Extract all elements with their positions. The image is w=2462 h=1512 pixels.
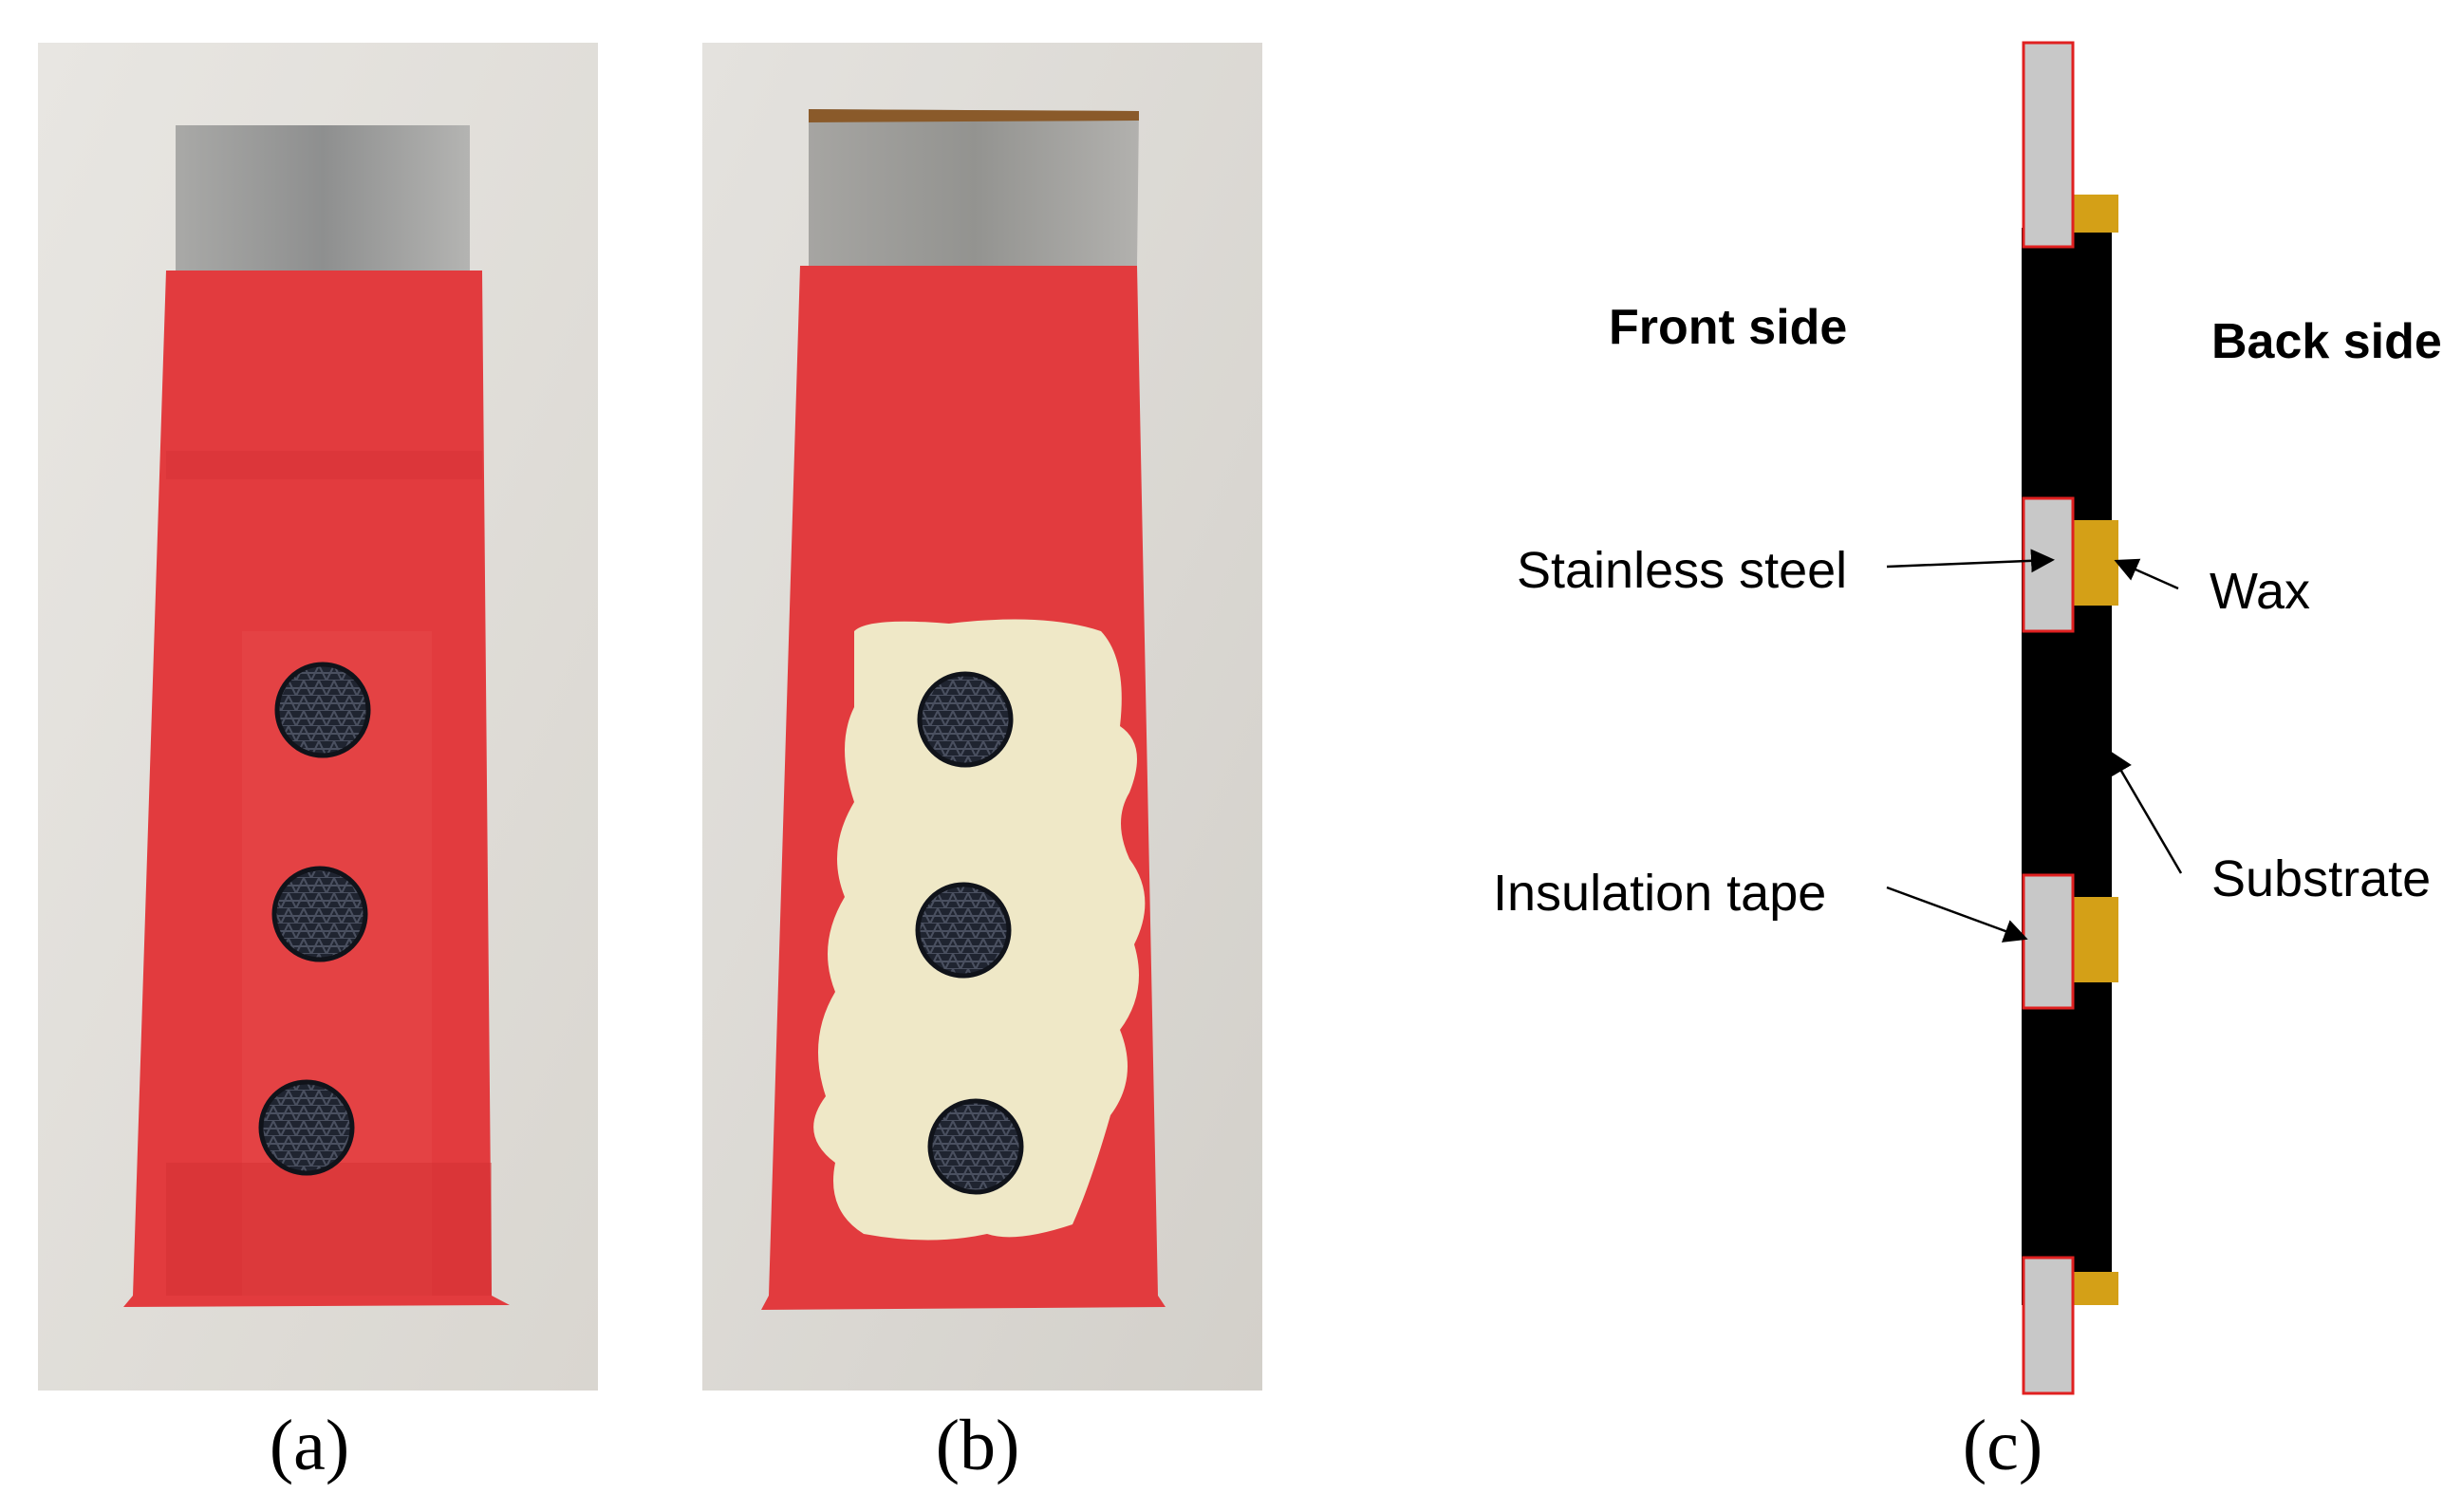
wax-block — [2073, 897, 2118, 982]
photo-panel-a — [38, 43, 598, 1391]
insulation-tape-label: Insulation tape — [1493, 865, 1827, 922]
front-side-heading: Front side — [1609, 300, 1848, 355]
red-tape-wrap — [123, 271, 510, 1307]
wax-label: Wax — [2210, 563, 2310, 620]
mesh-electrode — [274, 662, 371, 758]
wax-block — [2073, 195, 2118, 233]
mesh-electrode — [915, 882, 1012, 979]
caption-c: (c) — [1962, 1406, 2043, 1485]
wax-block — [2073, 1272, 2118, 1305]
stainless-steel-label: Stainless steel — [1517, 542, 1848, 599]
substrate-arrow — [2109, 750, 2183, 874]
mesh-electrode — [258, 1079, 355, 1176]
stainless-steel-block — [2022, 1256, 2075, 1395]
stainless-steel-arrow — [1886, 549, 2055, 573]
mesh-electrode — [927, 1098, 1024, 1195]
insulation-tape-arrow — [1886, 886, 2028, 943]
stainless-steel-tab — [176, 125, 470, 271]
caption-a: (a) — [269, 1406, 350, 1485]
caption-b: (b) — [935, 1406, 1020, 1485]
photo-panel-b — [702, 43, 1262, 1391]
cross-section-svg — [1886, 41, 2183, 1395]
stainless-steel-block — [2022, 496, 2075, 633]
tape-layer — [166, 451, 482, 479]
specimen-photo-b — [702, 43, 1262, 1391]
back-side-heading: Back side — [2211, 314, 2442, 369]
corrosion-edge — [809, 109, 1139, 122]
stainless-steel-tab — [809, 109, 1139, 266]
mesh-electrode — [271, 866, 368, 962]
wax-arrow — [2114, 558, 2179, 590]
mesh-electrode — [917, 671, 1014, 768]
cross-section-diagram: Front side Back side Stainless steel Wax… — [1424, 0, 2462, 1405]
substrate-label: Substrate — [2211, 850, 2432, 907]
tape-layer — [166, 1163, 492, 1296]
specimen-photo-a — [38, 43, 598, 1391]
substrate-layer — [2022, 228, 2112, 1305]
wax-block — [2073, 520, 2118, 606]
stainless-steel-block — [2022, 873, 2075, 1010]
stainless-steel-block — [2022, 41, 2075, 249]
